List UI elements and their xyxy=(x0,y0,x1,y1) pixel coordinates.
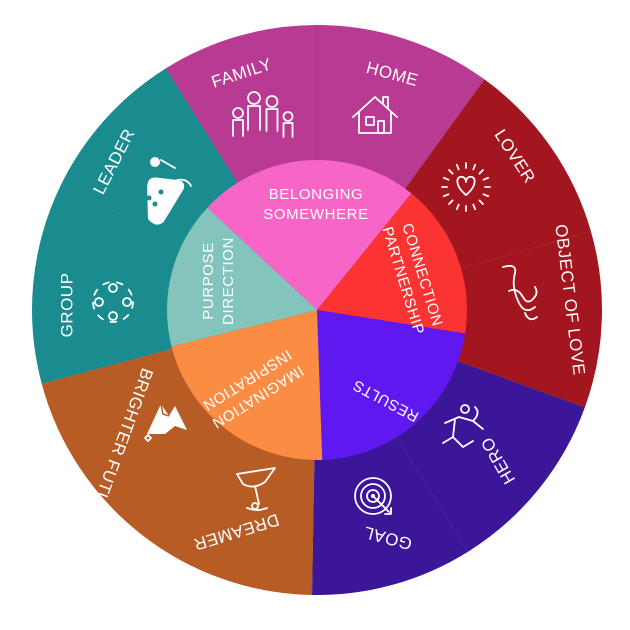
inner-ring xyxy=(167,160,467,461)
love-script-icon xyxy=(502,264,538,321)
inner-segment-connection xyxy=(317,193,467,334)
inner-segment-purpose xyxy=(167,207,317,347)
target-icon xyxy=(354,477,392,515)
inner-label-belonging-line-1: BELONGING xyxy=(269,186,364,203)
hero-icon xyxy=(442,404,484,448)
segment-label-group: GROUP xyxy=(57,273,76,338)
inner-segment-inspiration xyxy=(171,310,323,461)
icons xyxy=(92,91,538,515)
heart-icon xyxy=(441,162,491,212)
inner-segment-belonging xyxy=(207,160,412,310)
house-icon xyxy=(352,96,398,134)
group-icon xyxy=(92,281,134,323)
inner-label-belonging-line-2: SOMEWHERE xyxy=(263,206,368,223)
family-icon xyxy=(232,91,294,138)
hammock-icon xyxy=(236,467,276,511)
inner-label-purpose-line-2: DIRECTION xyxy=(220,237,237,325)
inner-label-purpose-line-1: PURPOSE xyxy=(200,242,217,320)
mountain-icon xyxy=(144,403,187,442)
leader-bobsled-icon xyxy=(146,157,192,225)
inner-segment-results xyxy=(317,310,466,460)
